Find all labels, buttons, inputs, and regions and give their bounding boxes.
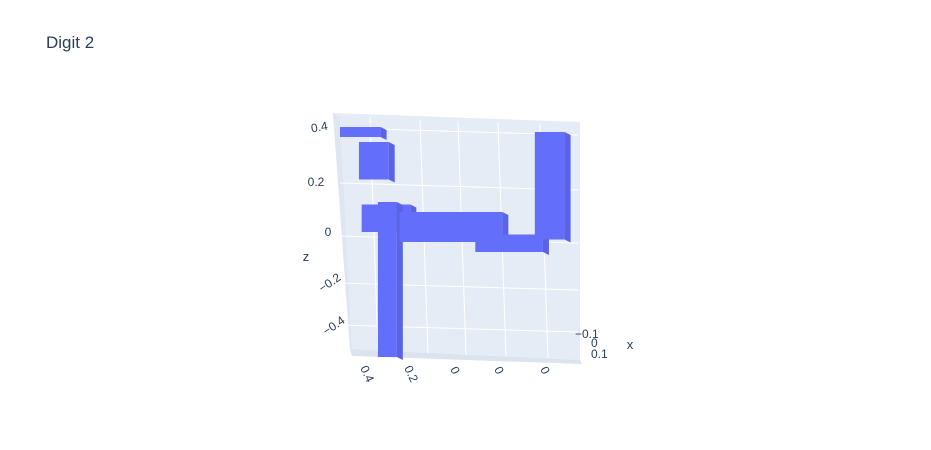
y-tick-label: 0 xyxy=(537,364,553,376)
chart-title: Digit 2 xyxy=(46,33,95,52)
voxel-block xyxy=(377,202,397,357)
z-axis-title: z xyxy=(303,249,310,264)
voxel-block xyxy=(534,132,565,240)
side-wall xyxy=(333,113,352,356)
z-tick-label: −0.4 xyxy=(320,313,348,338)
x-tick-label: 0 xyxy=(591,336,598,350)
voxel-block-side xyxy=(388,142,395,183)
z-tick-label: 0.4 xyxy=(310,119,329,136)
z-tick-label: 0 xyxy=(325,225,332,239)
y-tick-label: 0.4 xyxy=(357,363,377,384)
x-tick-label: 0.1 xyxy=(591,347,608,361)
voxel-block xyxy=(475,234,543,252)
x-axis-title: x xyxy=(627,337,634,352)
voxel-markers xyxy=(340,127,571,360)
voxel-block-side xyxy=(542,234,549,255)
voxel-block-side xyxy=(380,127,387,140)
y-tick-label: 0.2 xyxy=(401,363,421,384)
axis-titles: zx xyxy=(303,249,634,352)
x-tick-label: −0.1 xyxy=(575,327,599,341)
z-tick-label: 0.2 xyxy=(308,175,325,189)
y-tick-label: 0 xyxy=(447,364,463,376)
voxel-block-side xyxy=(564,132,571,243)
floor-wall xyxy=(350,349,582,364)
y-tick-label: 0 xyxy=(491,364,507,376)
voxel-block xyxy=(340,127,381,137)
voxel-block xyxy=(358,142,389,180)
z-tick-label: −0.2 xyxy=(316,270,344,295)
